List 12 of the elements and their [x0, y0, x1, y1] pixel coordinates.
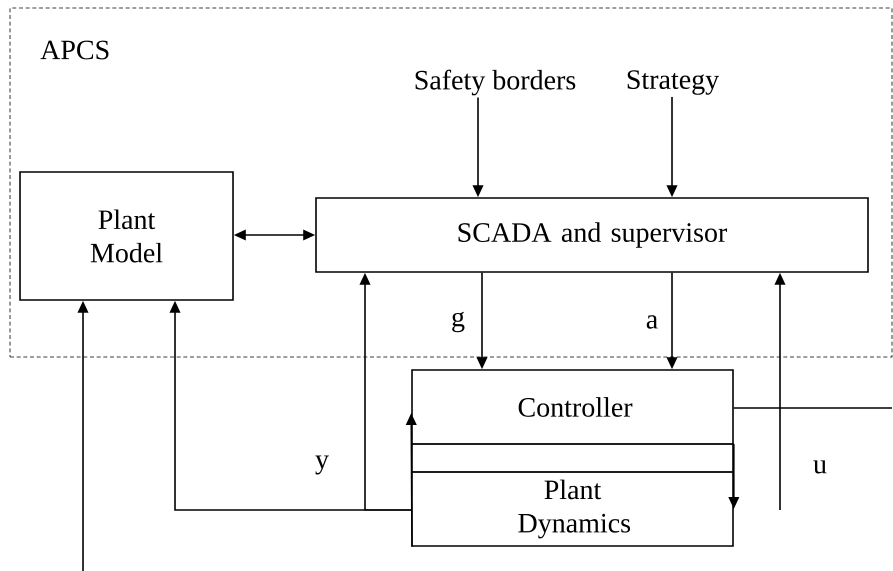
edge-label: g: [450, 310, 466, 334]
block-box: Plant Model: [19, 171, 234, 301]
block-box: Plant Dynamics: [411, 471, 734, 547]
edge-label: y: [314, 454, 330, 476]
block-box: SCADA and supervisor: [315, 197, 869, 273]
input-label: Strategy: [628, 70, 720, 95]
connector: [734, 407, 892, 409]
block-box: Controller: [411, 369, 734, 445]
input-label: Safety borders: [416, 70, 576, 96]
band: [411, 443, 734, 473]
edge-label: u: [812, 459, 828, 475]
edge-label: a: [644, 314, 660, 330]
